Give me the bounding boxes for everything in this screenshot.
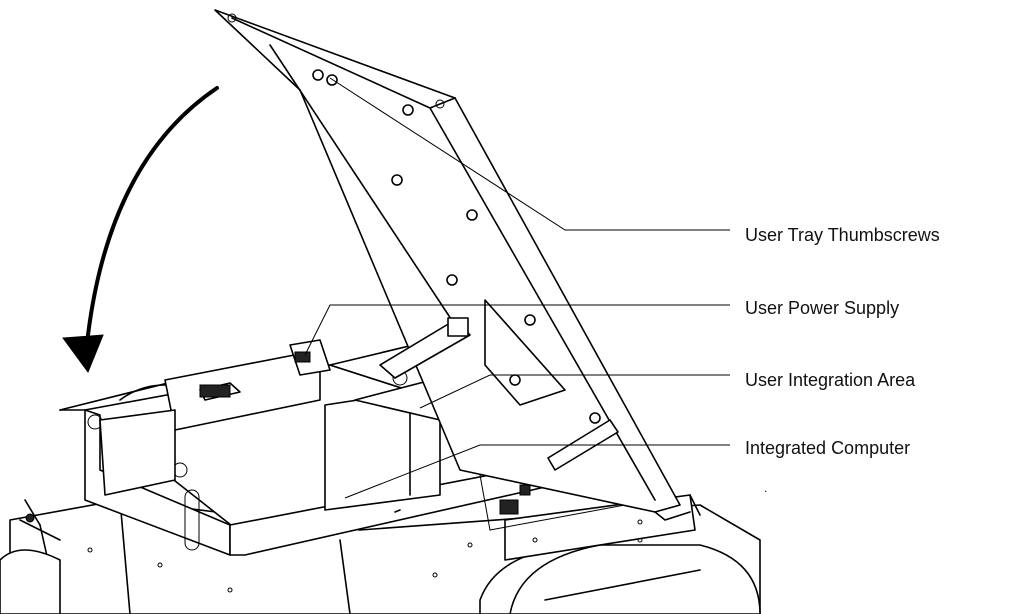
callout-integrated-computer: Integrated Computer <box>745 438 911 458</box>
hinged-lid <box>214 9 691 521</box>
right-wheel <box>479 544 761 614</box>
callout-user-tray-thumbscrews: User Tray Thumbscrews <box>745 225 940 245</box>
stray-mark: . <box>764 481 768 495</box>
leader-computer <box>344 444 730 499</box>
callout-user-integration-area: User Integration Area <box>745 370 916 390</box>
thumbscrews <box>312 69 601 424</box>
power-supply <box>99 339 331 496</box>
callout-user-power-supply: User Power Supply <box>745 298 900 318</box>
leader-power-supply <box>304 304 730 356</box>
left-wheel <box>0 499 61 614</box>
leader-integration-area <box>419 374 730 409</box>
rotation-arrow <box>62 86 219 374</box>
leader-lines <box>304 77 730 499</box>
leader-thumbscrews <box>329 77 730 231</box>
